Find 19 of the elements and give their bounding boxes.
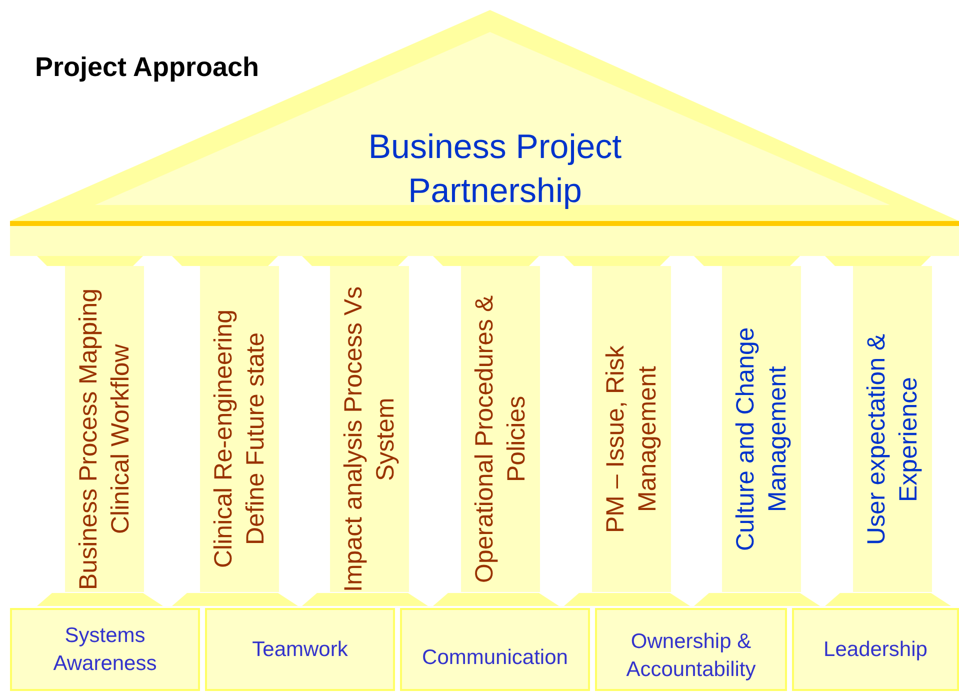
foundation-block <box>400 608 590 691</box>
pillar-label: User expectation & Experience <box>862 332 924 547</box>
block-label: Systems Awareness <box>52 622 158 676</box>
roof-title: Business Project Partnership <box>367 127 623 212</box>
pillar-label: Culture and Change Management <box>730 326 792 553</box>
block-label: Teamwork <box>252 636 348 662</box>
page-title: Project Approach <box>35 52 260 83</box>
pillar-label: Business Process Mapping Clinical Workflow <box>74 287 136 592</box>
foundation-block <box>792 608 959 691</box>
pillar-label: Operational Procedures & Policies <box>470 294 532 585</box>
foundation-block <box>205 608 395 691</box>
block-label: Ownership & Accountability <box>625 628 757 682</box>
foundation-block <box>10 608 200 691</box>
pillar-label: Clinical Re-engineering Define Future state <box>208 308 270 570</box>
foundation-block <box>595 608 787 691</box>
block-label: Leadership <box>824 636 928 662</box>
block-label: Communication <box>422 644 568 670</box>
pillar-label: PM – Issue, Risk Management <box>600 344 662 535</box>
pillar-label: Impact analysis Process Vs System <box>338 285 400 594</box>
